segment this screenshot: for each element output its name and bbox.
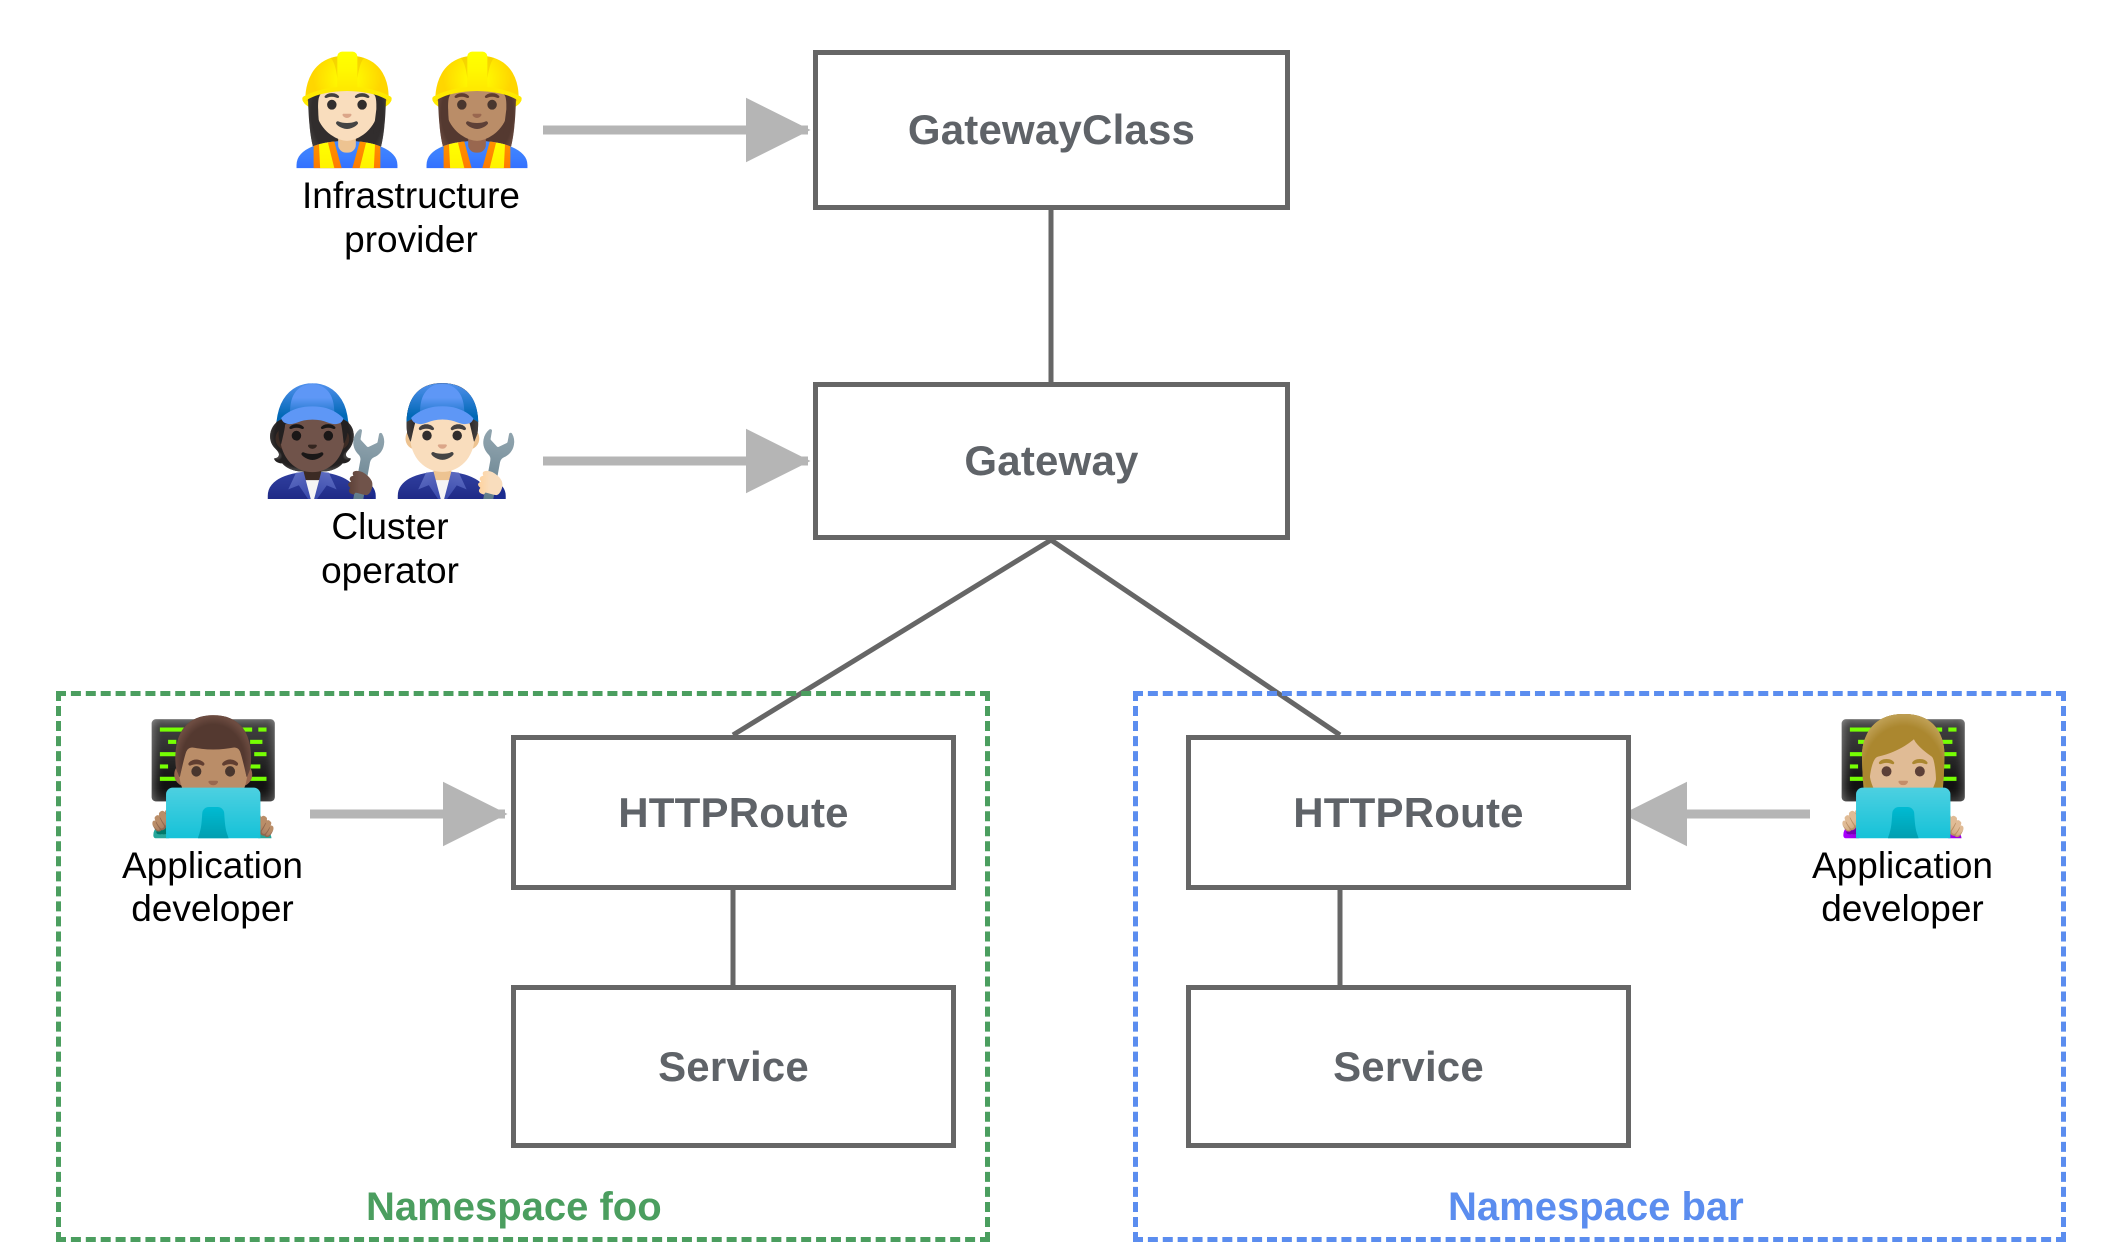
httproute-foo-box[interactable]: HTTPRoute [511,735,956,890]
persona-app-developer-bar-caption: Application developer [1811,844,1993,930]
httproute-bar-box[interactable]: HTTPRoute [1186,735,1631,890]
gatewayclass-box[interactable]: GatewayClass [813,50,1290,210]
service-bar-box[interactable]: Service [1186,985,1631,1148]
persona-app-developer-foo-caption: Application developer [121,844,303,930]
persona-app-developer-bar: 👩🏼‍💻 Application developer [1790,718,2015,931]
httproute-foo-label: HTTPRoute [618,788,849,836]
service-foo-box[interactable]: Service [511,985,956,1148]
httproute-bar-label: HTTPRoute [1293,788,1524,836]
persona-app-developer-foo: 👨🏽‍💻 Application developer [100,718,325,931]
mechanic-icon: 🧑🏿‍🔧👨🏻‍🔧 [260,382,522,500]
persona-infrastructure-provider: 👷🏻‍♀️👷🏽‍♀️ Infrastructure provider [271,51,551,262]
service-foo-label: Service [658,1042,809,1090]
technologist-icon: 👨🏽‍💻 [143,714,283,839]
persona-infrastructure-provider-caption: Infrastructure provider [302,175,520,260]
construction-worker-icon: 👷🏻‍♀️👷🏽‍♀️ [281,51,543,169]
gateway-label: Gateway [964,437,1139,484]
namespace-foo-container [56,691,990,1242]
service-bar-label: Service [1333,1042,1484,1090]
namespace-bar-label: Namespace bar [1448,1185,1744,1229]
technologist-icon: 👩🏼‍💻 [1833,714,1973,839]
namespace-foo-label: Namespace foo [366,1185,662,1229]
namespace-bar-container [1133,691,2066,1242]
gateway-box[interactable]: Gateway [813,382,1290,540]
gatewayclass-label: GatewayClass [907,106,1196,153]
persona-cluster-operator-caption: Cluster operator [321,506,459,591]
persona-cluster-operator: 🧑🏿‍🔧👨🏻‍🔧 Cluster operator [250,382,530,593]
